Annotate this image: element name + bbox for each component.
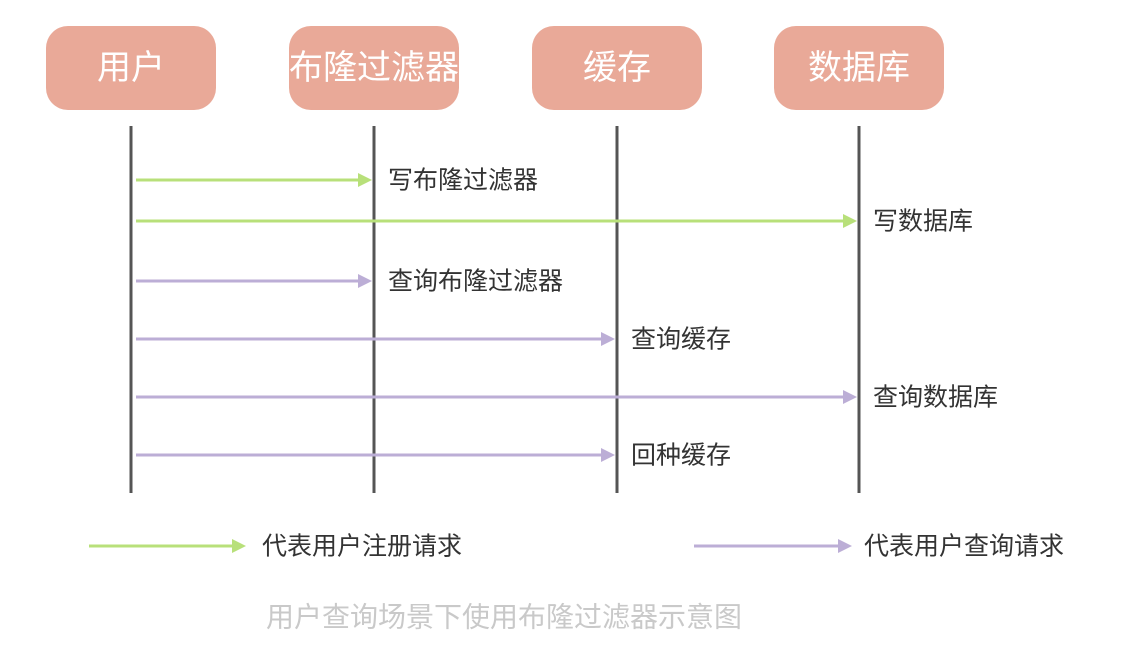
actor-box [532,26,702,110]
message-label: 写数据库 [873,207,973,236]
message-4: 查询缓存 [136,325,731,354]
actor-1: 用户 [46,26,216,110]
diagram-caption: 用户查询场景下使用布隆过滤器示意图 [266,601,742,634]
actor-label: 用户 [97,48,165,88]
legend-arrow-head [232,539,246,553]
message-arrow [136,173,372,187]
legend-label: 代表用户查询请求 [864,532,1064,561]
message-arrow [136,390,857,404]
message-5: 查询数据库 [136,383,998,412]
actor-box [774,26,944,110]
actor-box [289,26,459,110]
message-label: 查询缓存 [631,325,731,354]
message-arrow [136,274,372,288]
message-arrow-head [358,173,372,187]
message-label: 查询布隆过滤器 [388,267,563,296]
message-1: 写布隆过滤器 [136,166,538,195]
legend-arrow [694,539,852,553]
legend-item-query: 代表用户查询请求 [694,532,1064,561]
message-arrow [136,214,857,228]
actor-label: 数据库 [808,48,910,88]
actor-label: 布隆过滤器 [289,48,459,88]
actor-label: 缓存 [583,48,651,88]
actors: 用户 布隆过滤器 缓存 数据库 [46,26,944,110]
legend: 代表用户注册请求 代表用户查询请求 [89,532,1064,561]
message-3: 查询布隆过滤器 [136,267,563,296]
message-label: 写布隆过滤器 [388,166,538,195]
legend-item-register: 代表用户注册请求 [89,532,462,561]
message-6: 回种缓存 [136,441,731,470]
lifelines [129,126,861,493]
message-2: 写数据库 [136,207,973,236]
message-arrow-head [843,390,857,404]
legend-label: 代表用户注册请求 [262,532,462,561]
message-arrow [136,448,615,462]
legend-arrow [89,539,246,553]
message-arrow-head [601,448,615,462]
actor-3: 缓存 [532,26,702,110]
actor-2: 布隆过滤器 [289,26,459,110]
message-label: 回种缓存 [631,441,731,470]
legend-arrow-head [838,539,852,553]
message-arrow-head [358,274,372,288]
actor-box [46,26,216,110]
message-arrow [136,332,615,346]
actor-4: 数据库 [774,26,944,110]
message-arrow-head [601,332,615,346]
message-arrow-head [843,214,857,228]
message-label: 查询数据库 [873,383,998,412]
